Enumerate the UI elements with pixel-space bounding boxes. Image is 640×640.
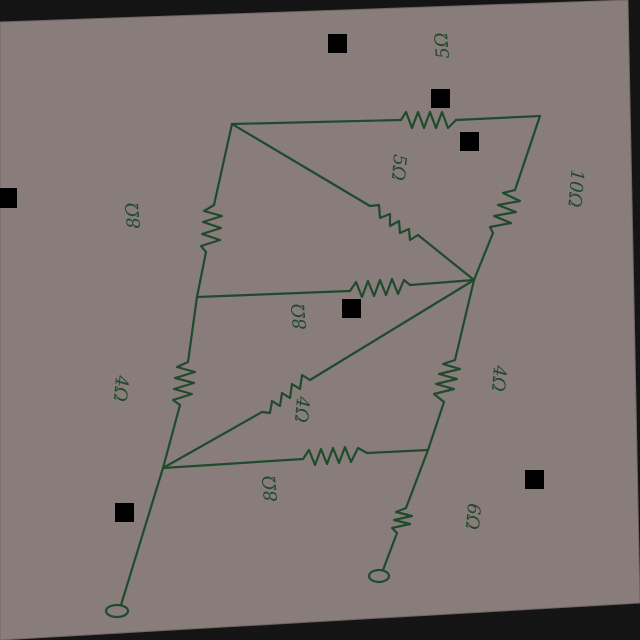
wire-lead-left (119, 466, 165, 607)
label-bottom-horizontal: 8Ω (259, 474, 282, 502)
resistor-bottom-horizontal (301, 445, 369, 467)
wire-bot-h-right (365, 448, 430, 455)
resistor-upper-diagonal (368, 203, 420, 242)
wire-mid-h-right (408, 278, 476, 287)
wire-center-diag-top (308, 278, 476, 382)
resistor-left-lower (171, 360, 197, 407)
resistor-right-lower (432, 358, 462, 404)
label-source: 6Ω (461, 502, 484, 530)
wire-diag-a (230, 122, 372, 208)
wire-left-top (212, 122, 234, 207)
wire-lead-right-bot (381, 531, 399, 572)
terminal-right (367, 568, 391, 584)
mask-6 (525, 470, 544, 489)
resistor-middle-horizontal (348, 277, 412, 299)
resistor-left-upper (199, 203, 224, 254)
resistor-right-upper (488, 188, 522, 235)
wire-right-top (513, 114, 542, 192)
resistor-labels: 5Ω 5Ω 8Ω 10Ω 8Ω 4Ω 4Ω 4Ω 8Ω 6Ω (109, 31, 588, 530)
wire-lead-right-top (404, 448, 430, 510)
label-right-upper: 10Ω (563, 169, 587, 209)
wire-right-low-top (453, 278, 476, 362)
wire-center-diag-bot (161, 410, 264, 470)
label-right-lower: 4Ω (487, 363, 510, 392)
wire-left-mid (195, 250, 208, 299)
mask-5 (342, 299, 361, 318)
wire-mid-h-left (195, 289, 352, 299)
label-upper-diagonal: 5Ω (387, 153, 410, 181)
occlusion-masks (0, 34, 544, 522)
wire-top-right (454, 114, 542, 122)
wires (119, 114, 542, 607)
label-left-lower: 4Ω (109, 373, 132, 402)
resistors (171, 110, 522, 535)
wire-left-low (186, 295, 199, 364)
label-top: 5Ω (431, 31, 454, 59)
label-center-diagonal: 4Ω (290, 394, 313, 423)
mask-2 (431, 89, 450, 108)
resistor-source (390, 506, 414, 535)
mask-4 (0, 188, 17, 208)
resistor-center-diagonal (260, 373, 312, 415)
wire-left-low2 (161, 403, 182, 470)
wire-right-mid (472, 231, 495, 282)
mask-7 (115, 503, 134, 522)
label-left-upper: 8Ω (122, 201, 145, 229)
wire-right-low-bot (426, 400, 446, 452)
wire-diag-b (416, 233, 476, 282)
terminal-left (104, 603, 130, 619)
wire-top-left (230, 118, 403, 126)
label-middle-horizontal: 8Ω (288, 302, 311, 330)
mask-1 (328, 34, 347, 53)
wire-bot-h-left (161, 457, 305, 470)
mask-3 (460, 132, 479, 151)
resistor-top (399, 110, 458, 130)
